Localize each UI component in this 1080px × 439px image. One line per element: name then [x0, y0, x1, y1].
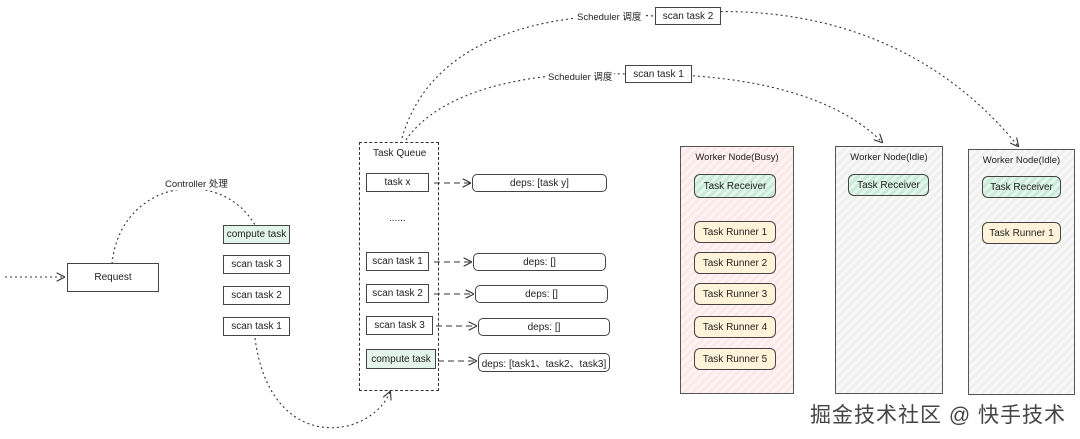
queue-scan-task-3: scan task 3 [366, 316, 433, 335]
queue-compute-task: compute task [366, 349, 436, 369]
scheduled-scan-task-2: scan task 2 [655, 7, 721, 25]
controller-scan-task-1: scan task 1 [223, 317, 290, 336]
controller-label: Controller 处理 [163, 176, 230, 190]
scheduler-curve-1 [405, 72, 882, 142]
scheduler-label-1: Scheduler 调度 [546, 69, 615, 83]
busy-task-runner-1: Task Runner 1 [694, 221, 776, 243]
runner-label: Task Runner 4 [702, 321, 768, 333]
controller-scan-task-3: scan task 3 [223, 255, 290, 274]
request-label: Request [94, 272, 132, 283]
task-label: scan task 2 [231, 290, 282, 301]
watermark-text: 掘金技术社区 @ 快手技术 [810, 404, 1066, 427]
task-label: scan task 2 [662, 10, 714, 22]
receiver-label: Task Receiver [703, 180, 767, 192]
idle1-task-receiver: Task Receiver [848, 174, 929, 196]
receiver-label: Task Receiver [990, 181, 1053, 193]
worker-title: Worker Node(Idle) [850, 152, 928, 163]
task-label: scan task 3 [374, 320, 425, 331]
runner-label: Task Runner 3 [702, 288, 768, 300]
enqueue-curve [254, 337, 390, 429]
runner-label: Task Runner 5 [702, 353, 768, 365]
task-label: scan task 2 [372, 288, 423, 299]
idle2-task-runner-1: Task Runner 1 [982, 222, 1061, 244]
idle2-task-receiver: Task Receiver [982, 176, 1061, 198]
scheduler-label-2: Scheduler 调度 [575, 9, 644, 23]
runner-label: Task Runner 1 [989, 227, 1054, 239]
task-label: compute task [226, 229, 287, 240]
worker-title: Worker Node(Idle) [982, 155, 1061, 166]
receiver-label: Task Receiver [857, 179, 920, 191]
deps-label: deps: [] [525, 288, 558, 300]
deps-label: deps: [] [527, 321, 561, 333]
task-label: scan task 1 [633, 68, 684, 80]
queue-ellipsis: ...... [389, 213, 406, 224]
task-label: scan task 3 [231, 259, 282, 270]
busy-task-runner-4: Task Runner 4 [694, 316, 776, 338]
deps-label: deps: [] [523, 256, 556, 268]
queue-scan-task-1: scan task 1 [366, 252, 429, 271]
deps-scan-task-3: deps: [] [478, 318, 610, 336]
deps-label: deps: [task y] [510, 177, 569, 189]
busy-task-runner-3: Task Runner 3 [694, 283, 776, 305]
queue-task-x: task x [366, 173, 429, 192]
deps-scan-task-2: deps: [] [475, 285, 608, 303]
deps-label: deps: [task1、task2、task3] [481, 359, 607, 370]
task-label: task x [384, 177, 411, 188]
scheduler-curve-2 [401, 11, 1018, 146]
task-queue-title: Task Queue [373, 148, 427, 159]
deps-compute-task: deps: [task1、task2、task3] [478, 353, 610, 372]
scheduled-scan-task-1: scan task 1 [625, 65, 692, 83]
busy-task-runner-5: Task Runner 5 [694, 348, 776, 370]
deps-scan-task-1: deps: [] [473, 253, 606, 271]
request-box: Request [67, 263, 159, 292]
runner-label: Task Runner 1 [702, 226, 768, 238]
task-label: scan task 1 [231, 321, 282, 332]
deps-task-x: deps: [task y] [472, 174, 607, 192]
runner-label: Task Runner 2 [702, 257, 768, 269]
busy-task-receiver: Task Receiver [694, 174, 776, 198]
queue-scan-task-2: scan task 2 [366, 284, 429, 303]
worker-title: Worker Node(Busy) [695, 152, 779, 163]
busy-task-runner-2: Task Runner 2 [694, 252, 776, 274]
controller-compute-task: compute task [223, 225, 290, 244]
task-queue [359, 142, 439, 391]
controller-scan-task-2: scan task 2 [223, 286, 290, 305]
task-label: scan task 1 [372, 256, 423, 267]
task-label: compute task [371, 353, 431, 365]
